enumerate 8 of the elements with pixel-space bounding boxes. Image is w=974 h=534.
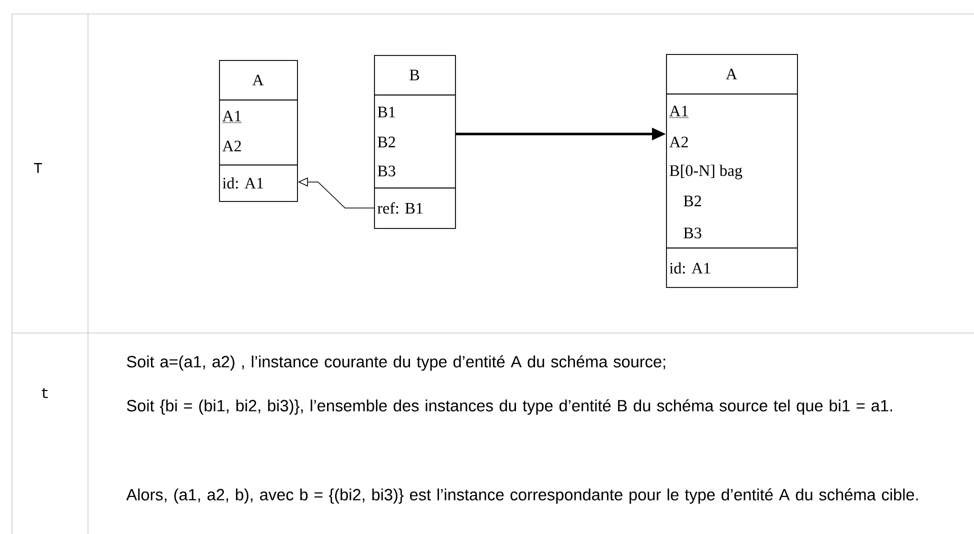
paragraph: Alors, (a1, a2, b), avec b = {(bi2, bi3)} est l’instance correspondante pour le type d’entité A du schéma cible.: [126, 488, 918, 504]
paragraph: Soit a=(a1, a2) , l’instance courante du type d’entité A du schéma source;: [126, 355, 666, 371]
entity-box: A A1 A2 B[0-N] bag B2 B3 id: A1: [666, 54, 798, 288]
row-label: T: [34, 163, 42, 173]
entity-box: B B1 B2 B3 ref: B1: [374, 55, 456, 229]
paragraph: Soit {bi = (bi1, bi2, bi3)}, l’ensemble des instances du type d’entité B du schéma source tel que bi1 = a1.: [126, 399, 892, 415]
entity-box: A A1 A2 id: A1: [218, 60, 298, 202]
row-label: t: [42, 388, 48, 398]
